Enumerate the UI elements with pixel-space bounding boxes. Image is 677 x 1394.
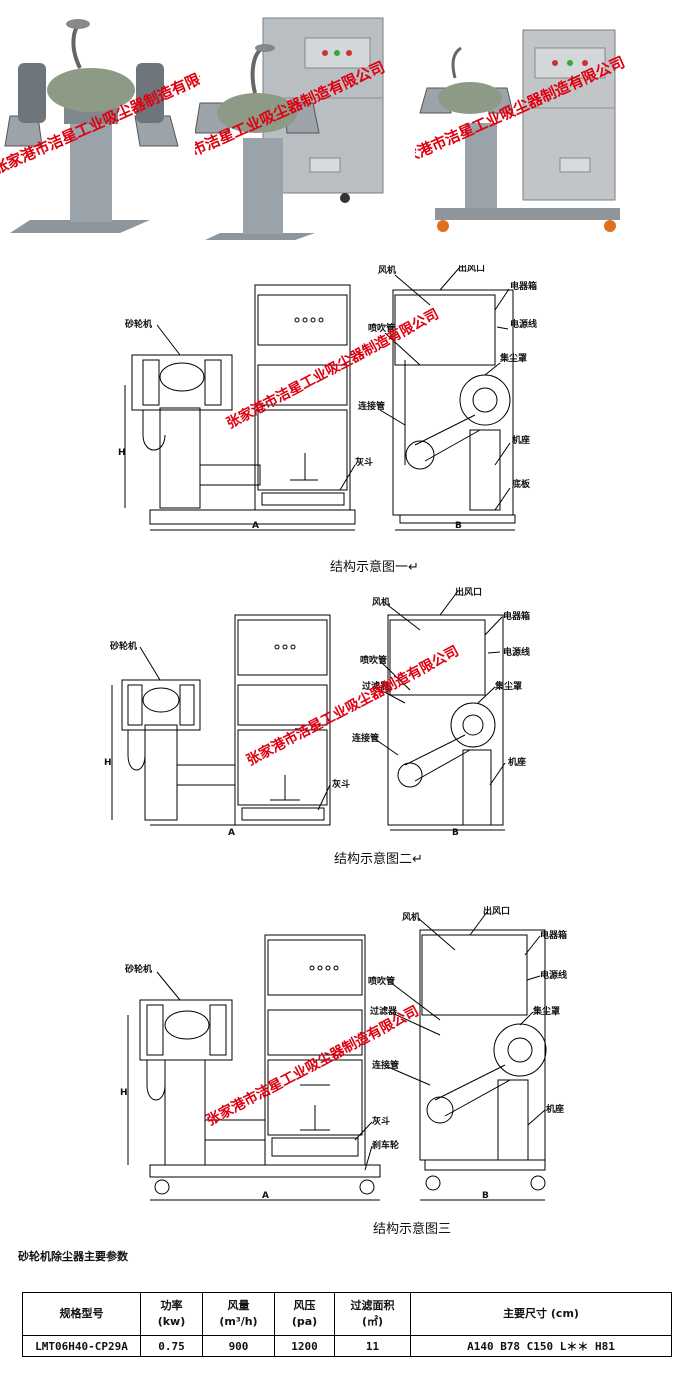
- header-power: 功率(kw): [140, 1292, 203, 1336]
- header-filter-area: 过滤面积(㎡): [334, 1292, 411, 1336]
- label-ash-hopper: 灰斗: [332, 778, 350, 790]
- mobile-grinder-dust-collector-photo: 张家港市洁星工业吸尘器制造有限公司: [415, 8, 677, 240]
- parameters-table: 规格型号 功率(kw) 风量(m³/h) 风压(pa) 过滤面积(㎡) 主要尺寸…: [22, 1292, 672, 1357]
- label-electric-box: 电器箱: [510, 280, 537, 292]
- label-dim-a: A: [262, 1191, 269, 1201]
- header-pressure: 风压(pa): [274, 1292, 335, 1336]
- label-electric-box: 电器箱: [540, 929, 567, 941]
- label-power-cord: 电源线: [540, 969, 567, 981]
- label-dim-b: B: [482, 1191, 489, 1201]
- label-blow-pipe: 喷吹管: [360, 654, 387, 666]
- label-filter: 过滤器: [362, 680, 390, 692]
- structure-diagram-1: 砂轮机 风机 出风口 电器箱 电源线 喷吹管 集尘罩 连接管 机座 底板 灰斗 …: [0, 262, 677, 535]
- label-dim-b: B: [452, 828, 459, 838]
- label-outlet: 出风口: [458, 265, 485, 274]
- label-grinder: 砂轮机: [125, 318, 152, 330]
- label-connect-pipe: 连接管: [352, 732, 379, 744]
- label-dim-h: H: [120, 1088, 128, 1098]
- label-outlet: 出风口: [483, 905, 510, 917]
- header-dimensions: 主要尺寸 (cm): [410, 1292, 672, 1336]
- table-row: LMT06H40-CP29A 0.75 900 1200 11 A140 B78…: [22, 1335, 672, 1357]
- label-hood: 集尘罩: [532, 1005, 560, 1017]
- label-base: 机座: [512, 434, 530, 446]
- label-hood: 集尘罩: [499, 352, 527, 364]
- label-ash-hopper: 灰斗: [372, 1115, 390, 1127]
- cell-airflow: 900: [202, 1335, 275, 1357]
- label-connect-pipe: 连接管: [358, 400, 385, 412]
- label-base: 机座: [546, 1103, 564, 1115]
- cell-model: LMT06H40-CP29A: [22, 1335, 141, 1357]
- label-connect-pipe: 连接管: [372, 1059, 399, 1071]
- label-brake-wheel: 刹车轮: [372, 1139, 399, 1151]
- header-airflow: 风量(m³/h): [202, 1292, 275, 1336]
- label-dim-h: H: [118, 448, 126, 458]
- structure-diagram-2: 砂轮机 风机 出风口 电器箱 电源线 喷吹管 过滤器 集尘罩 连接管 机座 灰斗…: [0, 585, 677, 840]
- label-fan: 风机: [402, 911, 420, 923]
- label-electric-box: 电器箱: [503, 610, 530, 622]
- table-header-row: 规格型号 功率(kw) 风量(m³/h) 风压(pa) 过滤面积(㎡) 主要尺寸…: [22, 1292, 672, 1336]
- label-dim-a: A: [228, 828, 235, 838]
- label-filter: 过滤器: [370, 1005, 398, 1017]
- label-bottom-plate: 底板: [512, 478, 531, 490]
- cell-filter-area: 11: [334, 1335, 411, 1357]
- cell-dimensions: A140 B78 C150 L＊＊ H81: [410, 1335, 672, 1357]
- cell-power: 0.75: [140, 1335, 203, 1357]
- label-grinder: 砂轮机: [125, 963, 152, 975]
- label-fan: 风机: [372, 596, 390, 608]
- diagram-2-caption: 结构示意图二↵: [334, 852, 423, 867]
- label-hood: 集尘罩: [494, 680, 522, 692]
- label-power-cord: 电源线: [510, 318, 537, 330]
- grinder-with-dust-collector-photo: 张家港市洁星工业吸尘器制造有限公司: [195, 8, 395, 240]
- structure-diagram-3: 砂轮机 风机 出风口 电器箱 电源线 喷吹管 过滤器 集尘罩 连接管 机座 灰斗…: [0, 900, 677, 1210]
- cell-pressure: 1200: [274, 1335, 335, 1357]
- label-grinder: 砂轮机: [110, 640, 137, 652]
- header-model: 规格型号: [22, 1292, 141, 1336]
- bench-grinder-photo: 张家港市洁星工业吸尘器制造有限公司: [0, 8, 200, 240]
- diagram-3-caption: 结构示意图三: [373, 1222, 452, 1237]
- label-power-cord: 电源线: [503, 646, 530, 658]
- label-fan: 风机: [378, 265, 396, 276]
- label-dim-h: H: [104, 758, 112, 768]
- diagram-1-caption: 结构示意图一↵: [330, 560, 419, 575]
- label-base: 机座: [508, 756, 526, 768]
- parameters-title: 砂轮机除尘器主要参数: [18, 1250, 128, 1263]
- label-outlet: 出风口: [455, 586, 482, 598]
- label-blow-pipe: 喷吹管: [368, 975, 395, 987]
- label-ash-hopper: 灰斗: [355, 456, 373, 468]
- label-dim-b: B: [455, 521, 462, 531]
- label-blow-pipe: 喷吹管: [368, 322, 395, 334]
- label-dim-a: A: [252, 521, 259, 531]
